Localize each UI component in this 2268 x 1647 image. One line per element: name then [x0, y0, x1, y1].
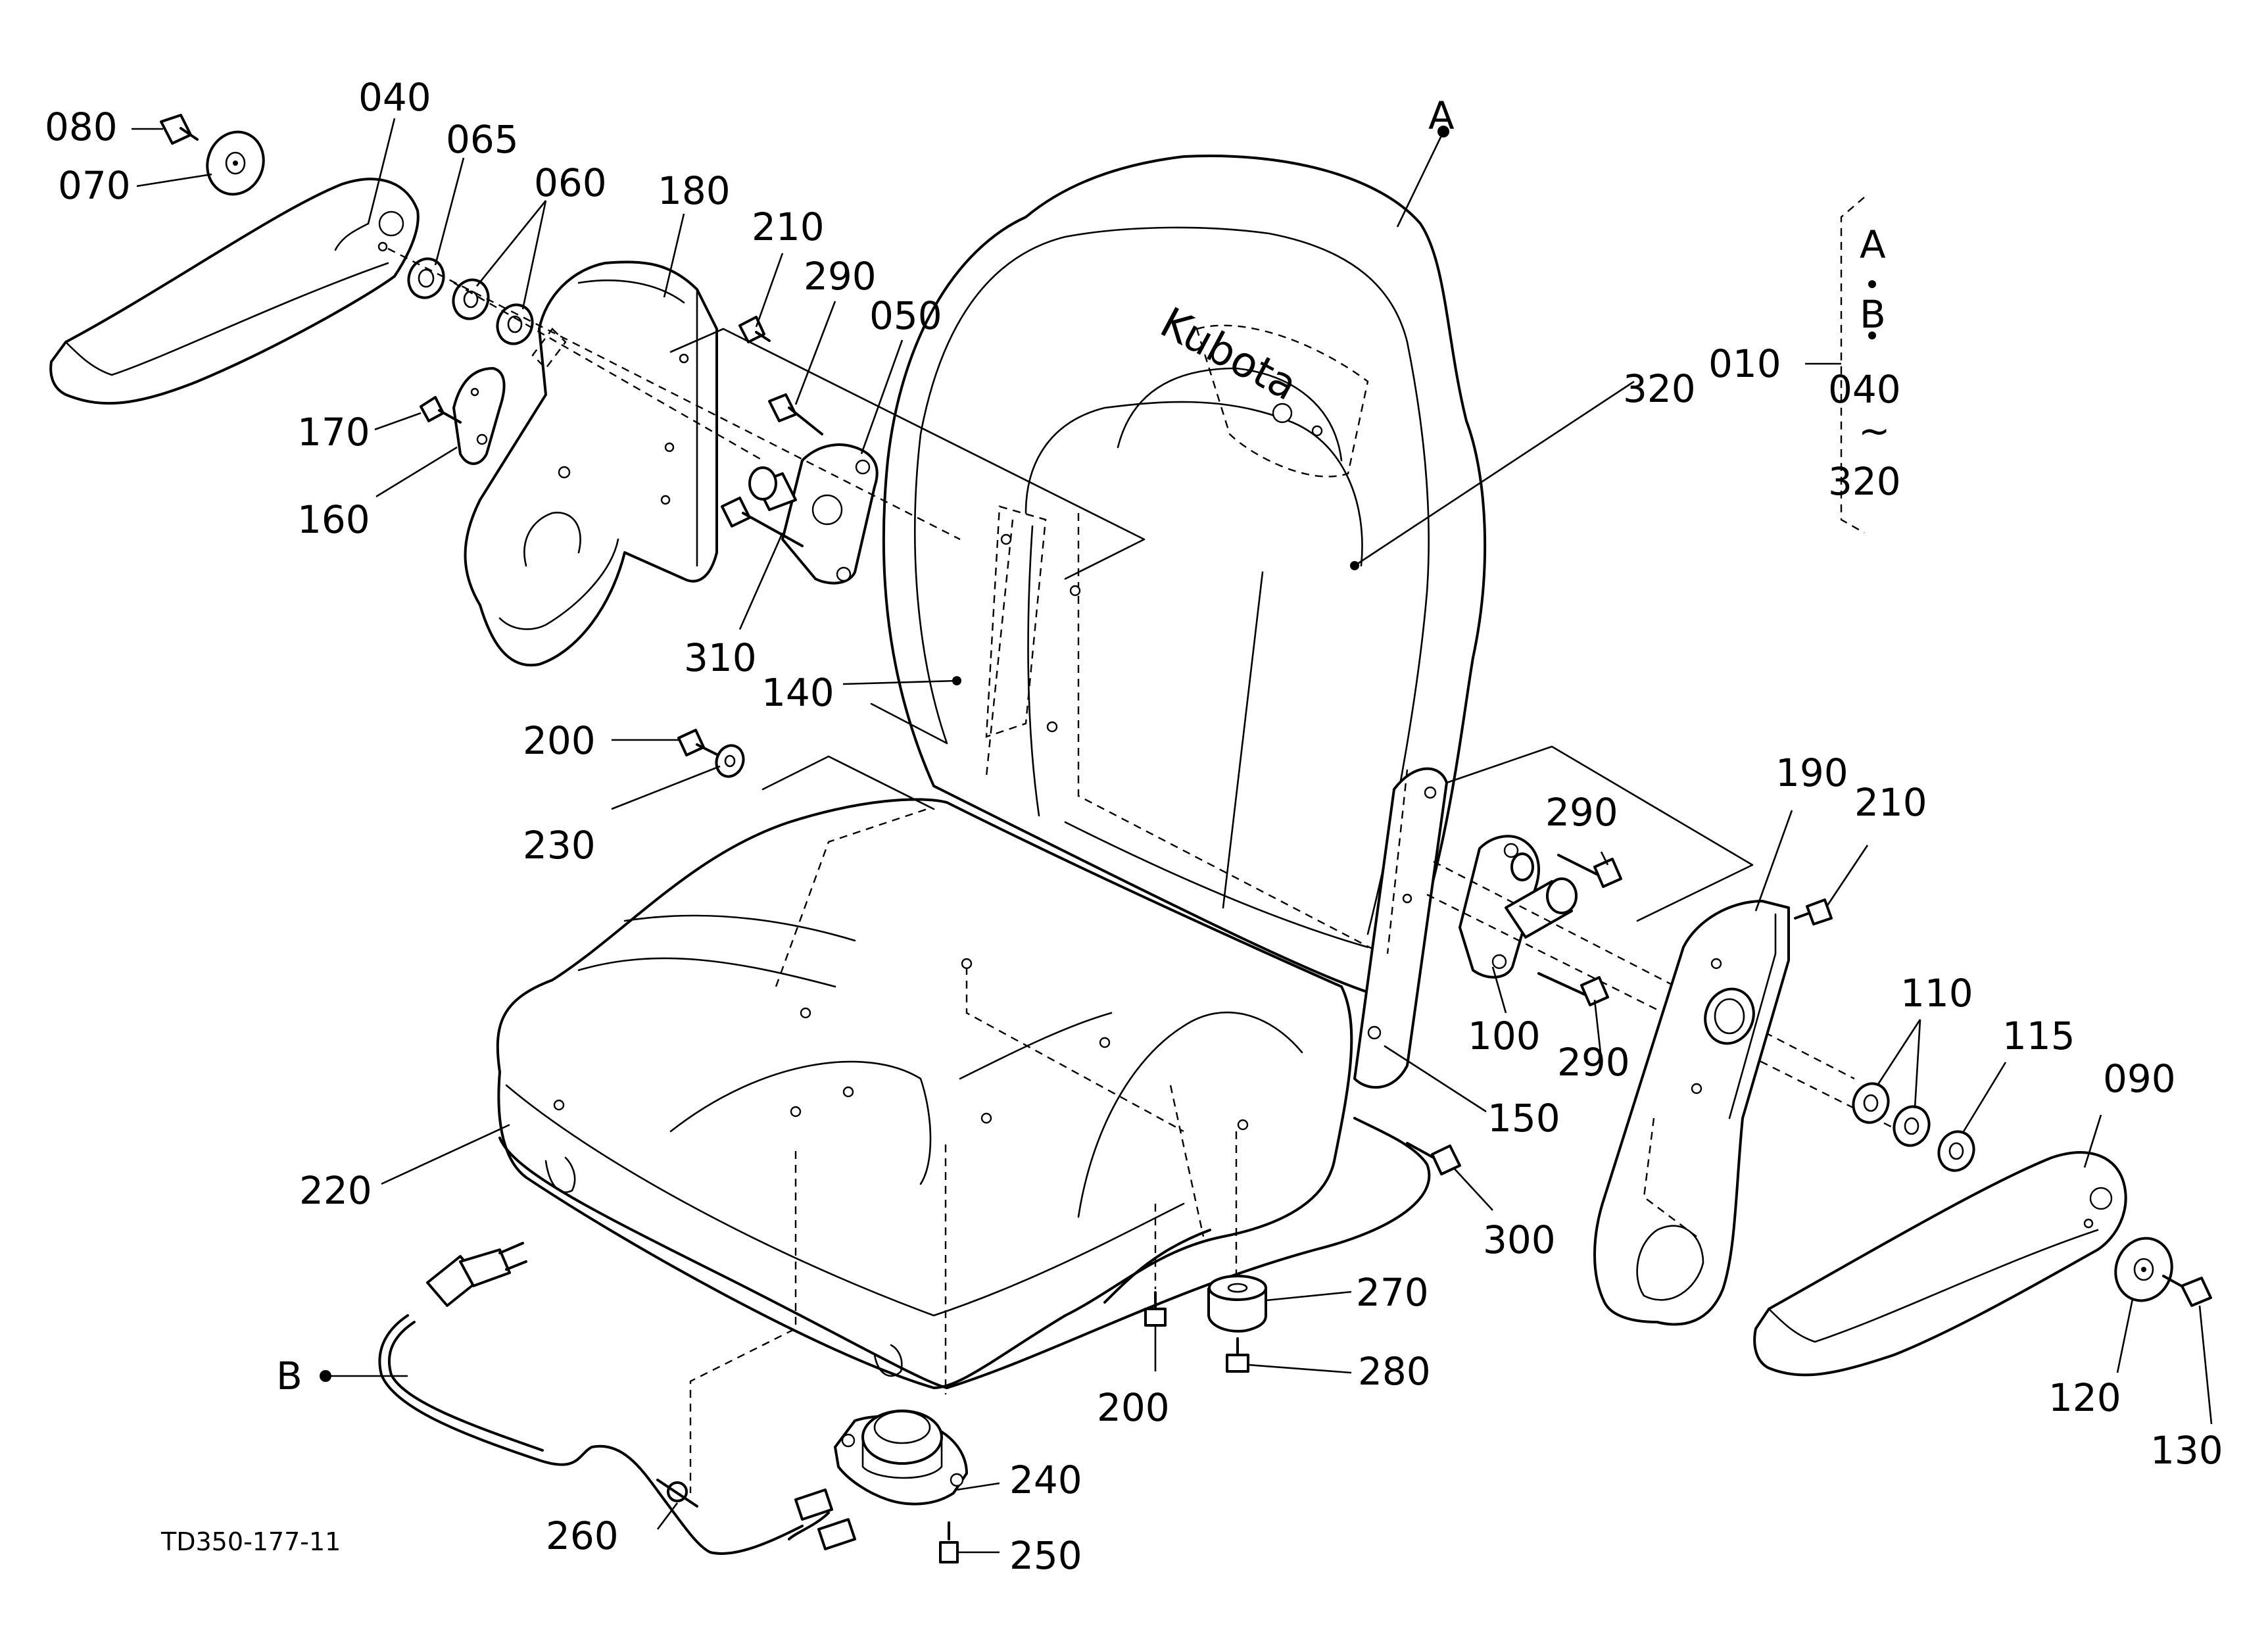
assembly-item-2: 040 [1828, 367, 1901, 412]
callout-180: 180 [658, 168, 731, 213]
bolt-080 [160, 114, 199, 145]
washer-060-b [496, 303, 534, 345]
callout-labels: 080 070 040 065 060 180 210 290 050 170 … [45, 75, 2223, 1578]
assembly-item-1: B [1860, 292, 1886, 337]
bolt-290-left [768, 393, 823, 435]
washer-065 [407, 257, 445, 299]
leader-lines [132, 118, 2213, 1554]
callout-240: 240 [1009, 1458, 1082, 1502]
callout-130: 130 [2150, 1428, 2223, 1473]
washer-230 [715, 744, 745, 778]
callout-150: 150 [1487, 1096, 1560, 1141]
washer-115 [1937, 1130, 1975, 1172]
bolt-290-right-lower [1537, 972, 1609, 1006]
drawing-code: TD350-177-11 [160, 1527, 341, 1556]
callout-270: 270 [1356, 1270, 1429, 1315]
nut-250 [939, 1521, 959, 1563]
callout-120: 120 [2048, 1375, 2121, 1420]
washer-110-b [1893, 1105, 1931, 1147]
hinge-plate-100 [1459, 835, 1578, 979]
callout-170: 170 [297, 410, 370, 455]
callout-290-right-upper: 290 [1545, 790, 1618, 835]
cap-070 [206, 130, 265, 196]
callout-190: 190 [1775, 750, 1848, 795]
bolt-300 [1406, 1142, 1461, 1175]
callout-290-right-lower: 290 [1557, 1040, 1630, 1085]
left-armrest-040 [49, 178, 420, 405]
right-armrest-090 [1753, 1151, 2127, 1377]
cap-120 [2114, 1237, 2173, 1302]
callout-115: 115 [2002, 1014, 2075, 1058]
assembly-note: 010 A B 040 ~ 320 [1708, 222, 1901, 504]
rubber-270 [1207, 1275, 1267, 1333]
callout-B: B [276, 1354, 302, 1398]
callout-260: 260 [546, 1513, 619, 1558]
wire-harness-260 [378, 1242, 856, 1555]
callout-200-bottom: 200 [1097, 1385, 1170, 1430]
callout-290-left: 290 [804, 254, 877, 299]
callout-110: 110 [1900, 971, 1973, 1016]
screw-210-left [738, 316, 771, 343]
seat-base-frame [498, 1085, 1431, 1389]
screw-170 [420, 396, 462, 424]
callout-210-right: 210 [1854, 780, 1927, 825]
assembly-item-3: ~ [1858, 408, 1891, 453]
hinge-plate-050 [748, 443, 879, 585]
callout-140: 140 [761, 670, 834, 715]
callout-100: 100 [1468, 1014, 1541, 1058]
callout-090: 090 [2103, 1056, 2176, 1101]
washer-110-a [1852, 1082, 1890, 1124]
callout-A: A [1428, 93, 1455, 138]
assembly-item-0: A [1860, 222, 1886, 267]
callout-320: 320 [1623, 366, 1696, 411]
bolt-310 [721, 497, 804, 547]
bolt-130 [2162, 1275, 2212, 1307]
callout-070: 070 [58, 163, 131, 208]
callout-250: 250 [1009, 1533, 1082, 1578]
callout-280: 280 [1358, 1349, 1431, 1394]
callout-230: 230 [523, 823, 596, 868]
screw-280 [1226, 1337, 1249, 1373]
bolt-290-right-upper [1557, 854, 1622, 888]
callout-060: 060 [534, 160, 607, 205]
callout-200-left: 200 [523, 718, 596, 763]
callout-160: 160 [297, 497, 370, 542]
bracket-180 [464, 260, 718, 667]
plate-160 [452, 367, 506, 465]
callout-065: 065 [446, 117, 519, 162]
bolt-200-bottom [1144, 1291, 1167, 1327]
washer-060-a [452, 278, 490, 320]
callout-300: 300 [1483, 1217, 1556, 1262]
seat-cushion [496, 798, 1353, 1389]
callout-210-left: 210 [752, 205, 825, 249]
callout-040: 040 [358, 75, 431, 120]
screw-210-right [1794, 898, 1833, 925]
bolt-200-left [677, 729, 719, 756]
callout-220: 220 [299, 1168, 372, 1213]
callout-310: 310 [684, 635, 757, 680]
callout-050: 050 [869, 293, 942, 338]
seat-backrest: Kubota [882, 155, 1487, 1001]
assembly-bracket-010 [1805, 197, 1876, 534]
bracket-190 [1593, 900, 1790, 1326]
callout-080: 080 [45, 105, 118, 149]
assembly-item-4: 320 [1828, 459, 1901, 504]
seat-switch-240 [834, 1410, 968, 1506]
assembly-label: 010 [1708, 341, 1781, 386]
